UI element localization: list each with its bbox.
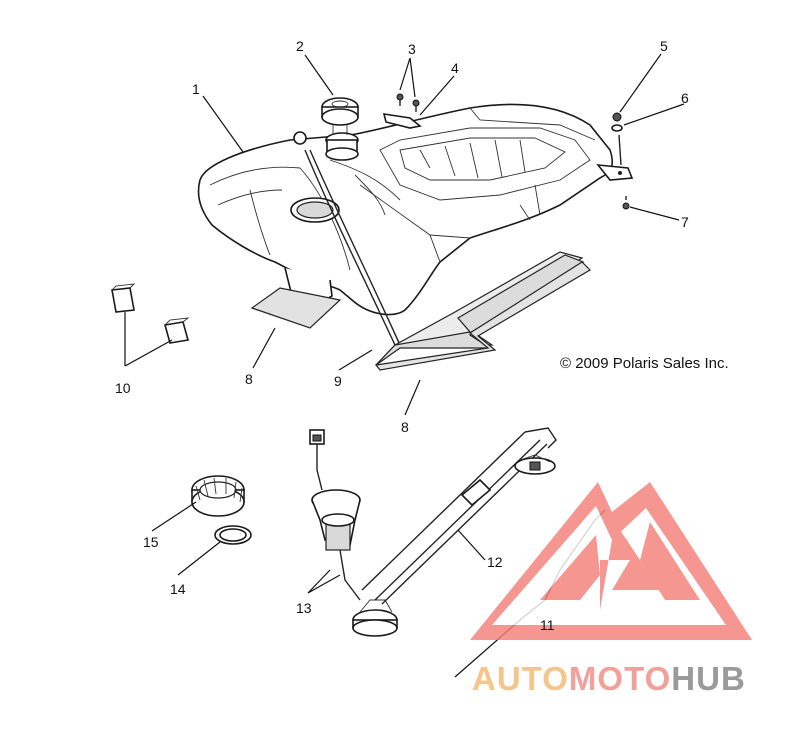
bolt <box>618 134 630 210</box>
callout-11: 11 <box>540 617 555 633</box>
callout-15: 15 <box>143 534 159 550</box>
callout-9: 9 <box>334 373 342 389</box>
callout-5: 5 <box>660 38 668 54</box>
watermark-part-auto: AUTO <box>472 660 569 697</box>
watermark-part-hub: HUB <box>671 660 746 697</box>
screw-set <box>396 93 420 112</box>
callout-1: 1 <box>192 81 200 97</box>
watermark-logo <box>470 482 752 640</box>
pad-left <box>250 287 342 329</box>
callout-4: 4 <box>451 60 459 76</box>
callout-13: 13 <box>296 600 312 616</box>
callout-labels: 1 2 3 4 5 6 7 8 8 9 10 11 12 13 14 15 <box>115 38 689 633</box>
callout-3: 3 <box>408 41 416 57</box>
watermark-part-moto: MOTO <box>569 660 671 697</box>
callout-6: 6 <box>681 90 689 106</box>
watermark-wordmark: AUTOMOTOHUB <box>472 660 746 697</box>
callout-2: 2 <box>296 38 304 54</box>
gas-cap <box>321 97 359 135</box>
callout-14: 14 <box>170 581 186 597</box>
gasket <box>214 525 252 545</box>
callout-8a: 8 <box>245 371 253 387</box>
pad-right <box>374 251 591 371</box>
vent-tube <box>304 149 401 346</box>
mounting-bracket <box>382 113 422 129</box>
callout-10: 10 <box>115 380 131 396</box>
callout-7: 7 <box>681 214 689 230</box>
washer <box>611 124 623 132</box>
copyright-text: © 2009 Polaris Sales Inc. <box>560 355 729 372</box>
callout-8b: 8 <box>401 419 409 435</box>
bumper-pads <box>111 283 190 344</box>
callout-12: 12 <box>487 554 503 570</box>
nut <box>612 112 622 122</box>
lock-ring <box>191 475 245 517</box>
fuel-pump-assembly <box>309 427 557 637</box>
fuel-tank <box>197 103 634 316</box>
